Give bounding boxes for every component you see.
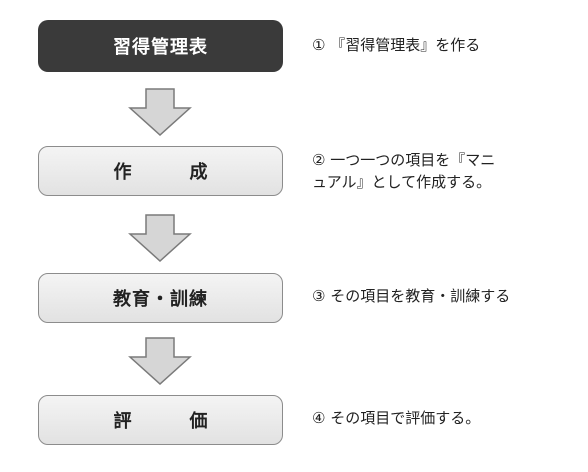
- flow-box-label: 習得管理表: [113, 37, 208, 58]
- flow-box-label: 作成: [113, 162, 266, 183]
- step-description-3: ③ その項目を教育・訓練する: [312, 287, 511, 305]
- down-arrow-icon: [128, 88, 192, 136]
- flow-box-training: 教育・訓練: [38, 273, 283, 323]
- flow-box-label: 教育・訓練: [113, 289, 208, 310]
- flow-box-label: 評価: [113, 411, 266, 432]
- down-arrow-icon: [128, 337, 192, 385]
- flow-box-management-sheet: 習得管理表: [38, 20, 283, 72]
- flow-box-create: 作成: [38, 146, 283, 196]
- step-description-1: ① 『習得管理表』を作る: [312, 36, 481, 54]
- flow-box-evaluation: 評価: [38, 395, 283, 445]
- step-description-4: ④ その項目で評価する。: [312, 409, 481, 427]
- down-arrow-icon: [128, 214, 192, 262]
- step-description-2: ② 一つ一つの項目を『マニ ュアル』として作成する。: [312, 151, 496, 191]
